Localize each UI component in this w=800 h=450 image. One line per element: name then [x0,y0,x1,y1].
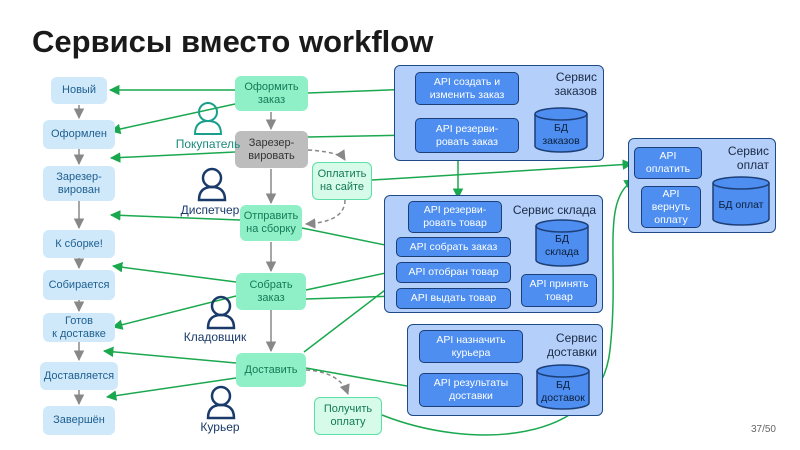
status-new: Новый [51,77,107,104]
step-assemble: Собрать заказ [236,273,306,310]
status-delivering: Доставляется [40,362,118,390]
delivery-service-label: Сервис доставки [546,331,597,359]
dispatcher-label: Диспетчер [180,203,240,217]
api-goods-picked: API отобран товар [396,262,511,283]
status-placed: Оформлен [43,120,115,149]
step-pay-site: Оплатить на сайте [312,162,372,200]
api-reserve-order: API резерви- ровать заказ [415,118,519,153]
warehouse-service-label: Сервис склада [512,203,596,217]
api-reserve-goods: API резерви- ровать товар [408,201,502,233]
orders-service-label: Сервис заказов [554,70,597,98]
warehouse-db-icon [535,219,589,267]
dashed-arrows [304,149,350,395]
dispatcher-icon [197,167,227,202]
status-reserved: Зарезер- вирован [43,166,115,201]
orders-db-label: БД заказов [542,122,580,147]
api-assemble-order: API собрать заказ [396,237,511,257]
warehouse-service: Сервис склада API резерви- ровать товар … [384,195,603,313]
delivery-db-label: БД доставок [541,379,585,404]
storekeeper-icon [206,295,236,330]
api-issue-goods: API выдать товар [396,288,511,309]
page-number: 37/50 [750,424,776,435]
courier-label: Курьер [200,420,240,434]
payments-db-label: БД оплат [718,199,764,211]
step-deliver: Доставить [236,353,306,387]
api-delivery-results: API результаты доставки [419,373,523,407]
warehouse-db-label: БД склада [545,233,579,258]
step-receive-payment: Получить оплату [314,397,382,435]
orders-db-icon [534,107,588,153]
payments-service-label: Сервис оплат [727,144,769,172]
api-pay: API оплатить [634,147,702,179]
payments-service: Сервис оплат API оплатить API вернуть оп… [628,138,776,233]
status-to-assembly: К сборке! [43,230,115,258]
orders-service: Сервис заказов API создать и изменить за… [394,65,604,161]
step-to-api-arrows [301,84,635,436]
api-assign-courier: API назначить курьера [419,330,523,363]
delivery-service: Сервис доставки API назначить курьера AP… [407,324,603,416]
delivery-db-icon [536,364,590,410]
buyer-label: Покупатель [175,137,241,151]
step-checkout: Оформить заказ [235,76,308,111]
page-title: Сервисы вместо workflow [32,24,434,59]
api-refund: API вернуть оплату [641,186,701,228]
status-ready-delivery: Готов к доставке [43,313,115,342]
step-send-assembly: Отправить на сборку [240,205,302,241]
step-reserve: Зарезер- вировать [235,131,308,168]
storekeeper-label: Кладовщик [183,330,247,344]
payments-db-icon [712,176,770,226]
courier-icon [206,385,236,420]
step-to-status-arrows [102,84,241,401]
status-assembling: Собирается [43,270,115,300]
status-completed: Завершён [43,406,115,435]
buyer-icon [193,102,223,135]
api-create-order: API создать и изменить заказ [415,72,519,105]
api-receive-goods: API принять товар [521,274,597,307]
